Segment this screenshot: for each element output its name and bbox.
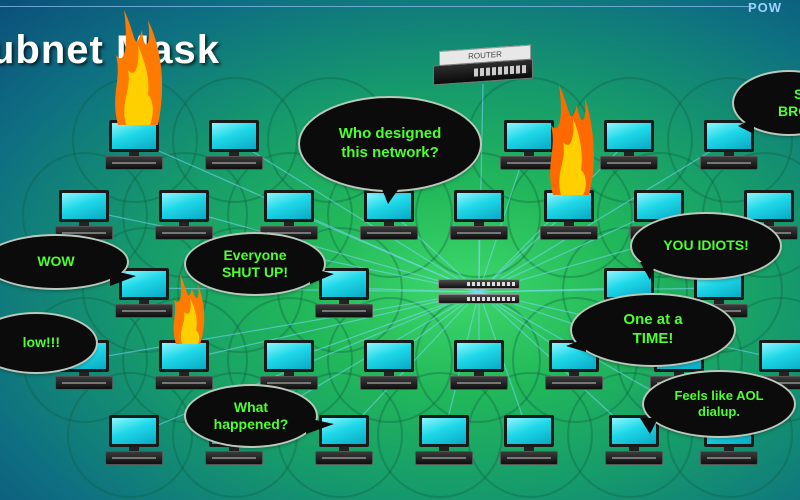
header-corner-text: POW <box>748 0 783 15</box>
speech-bubble-tail <box>640 418 658 434</box>
computer-icon <box>415 415 475 469</box>
computer-icon <box>155 340 215 394</box>
speech-bubble-tail <box>738 118 754 134</box>
computer-icon <box>450 190 510 244</box>
computer-icon <box>260 190 320 244</box>
computer-icon <box>105 120 165 174</box>
network-link <box>83 291 480 361</box>
network-link <box>183 291 480 361</box>
network-link <box>478 291 530 436</box>
computer-icon <box>260 340 320 394</box>
network-link <box>143 287 480 293</box>
computer-icon <box>205 120 265 174</box>
network-link <box>288 209 480 293</box>
speech-bubble-tail <box>640 262 656 280</box>
computer-icon <box>105 415 165 469</box>
computer-icon <box>540 190 600 244</box>
router-device: ROUTER <box>433 44 533 88</box>
computer-icon <box>155 190 215 244</box>
network-link <box>183 209 480 293</box>
network-link <box>478 209 570 293</box>
computer-icon <box>600 120 660 174</box>
speech-bubble-tail <box>310 268 334 284</box>
computer-icon <box>450 340 510 394</box>
network-switch <box>438 294 520 304</box>
speech-bubble-who-designed: Who designed this network? <box>300 98 480 190</box>
speech-bubble-tail <box>380 184 402 204</box>
speech-bubble-tail <box>306 418 334 434</box>
network-link <box>478 139 730 293</box>
speech-bubble-slow: low!!! <box>0 314 96 372</box>
speech-bubble-tail <box>566 338 586 352</box>
speech-bubble-wow: WOW <box>0 236 127 288</box>
speech-bubble-everyone-shut-up: Everyone SHUT UP! <box>186 234 324 294</box>
network-link <box>478 287 720 293</box>
slide-title: ubnet Mask <box>0 28 221 72</box>
network-link <box>388 209 480 293</box>
router-uplink <box>478 83 484 281</box>
computer-icon <box>500 415 560 469</box>
fire-icon <box>173 274 205 344</box>
computer-icon <box>315 268 375 322</box>
speech-bubble-you-idiots: YOU IDIOTS! <box>632 214 780 278</box>
speech-bubble-what-happened: What happened? <box>186 386 316 446</box>
network-link <box>233 139 480 293</box>
speech-bubble-tail <box>110 270 136 286</box>
computer-icon <box>500 120 560 174</box>
header-rule <box>0 6 752 7</box>
speech-bubble-aol-dialup: Feels like AOL dialup. <box>644 372 794 436</box>
fire-icon <box>550 85 594 195</box>
network-link <box>478 209 660 293</box>
computer-icon <box>360 340 420 394</box>
network-switch <box>438 279 520 289</box>
speech-bubble-one-at-a-time: One at a TIME! <box>572 295 734 365</box>
fire-icon <box>115 10 163 125</box>
